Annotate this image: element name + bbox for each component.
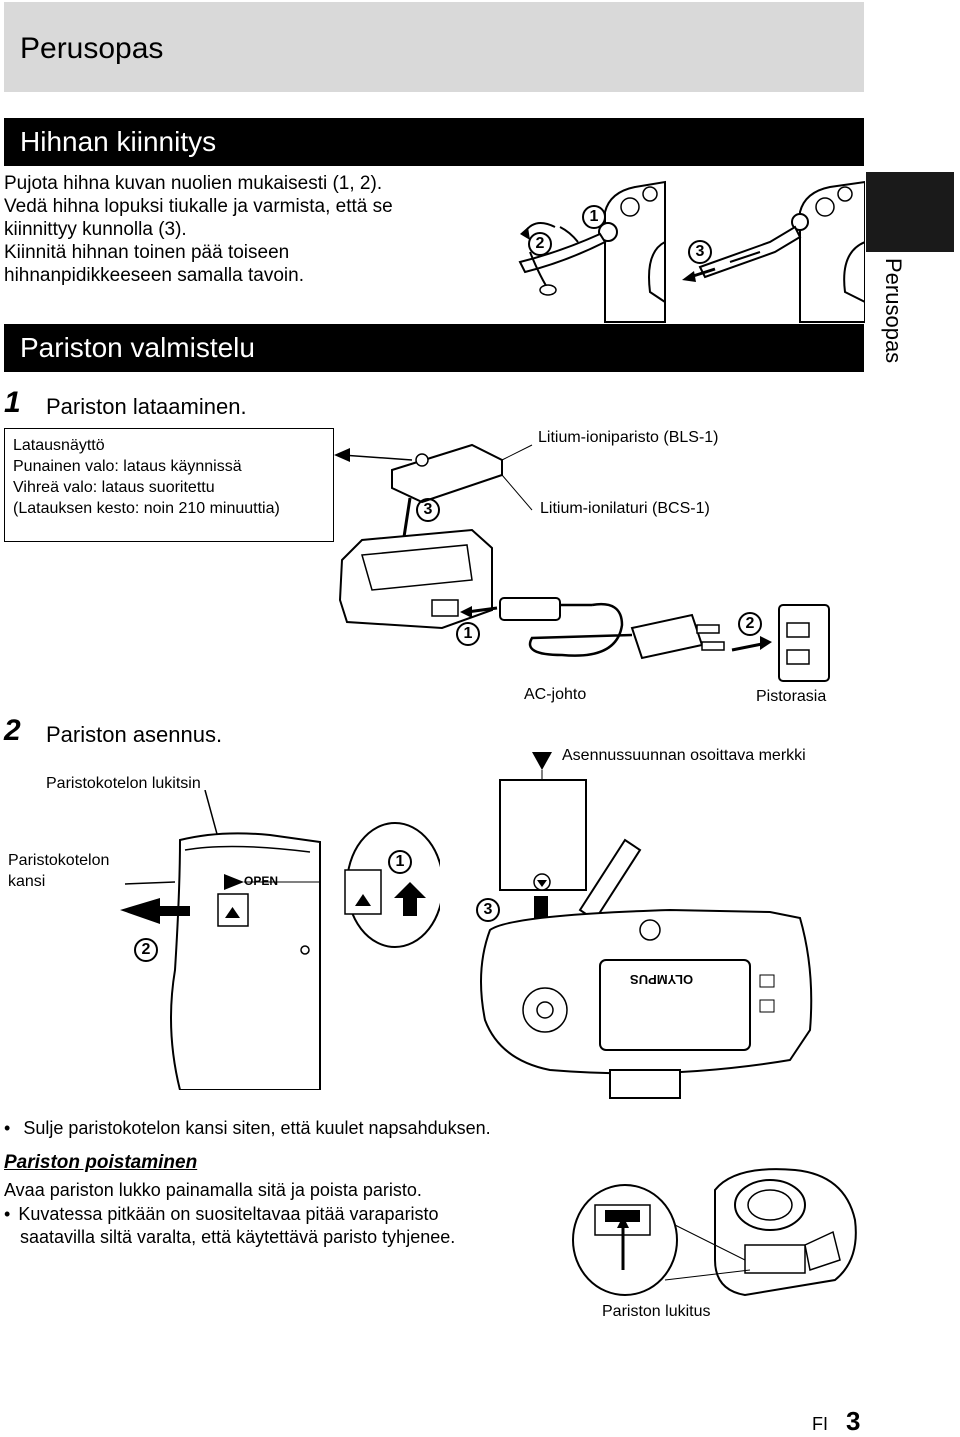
strap-illustration <box>518 180 865 323</box>
footer-language: FI <box>812 1414 828 1434</box>
side-tab-label: Perusopas <box>872 258 912 368</box>
bullet: • <box>4 1204 11 1224</box>
label-battery-lock: Paristokotelon lukitsin <box>46 775 201 792</box>
bullet-text: Sulje paristokotelon kansi siten, että k… <box>23 1118 491 1138</box>
open-label: OPEN <box>244 874 279 888</box>
box-line: Latausnäyttö <box>13 437 105 454</box>
label-charger: Litium-ionilaturi (BCS-1) <box>540 500 710 517</box>
camera-brand: OLYMPUS <box>630 972 694 987</box>
removal-bullet: • Kuvatessa pitkään on suositeltavaa pitä… <box>4 1203 455 1249</box>
removal-heading: Pariston poistaminen <box>4 1152 198 1173</box>
strap-heading-bar: Hihnan kiinnitys <box>4 118 864 166</box>
charge-step-1-marker: 1 <box>456 622 480 646</box>
battery-insert-illustration <box>480 752 813 1099</box>
bullet-text: saatavilla siltä varalta, että käytettäv… <box>20 1227 456 1247</box>
strap-line: Vedä hihna lopuksi tiukalle ja varmista,… <box>4 196 393 217</box>
side-tab-text: Perusopas <box>881 258 906 364</box>
charger-illustration <box>334 443 830 682</box>
strap-step-2-marker: 2 <box>528 232 552 256</box>
label-battery-latch: Pariston lukitus <box>602 1303 711 1320</box>
side-tab-marker <box>866 172 954 252</box>
step1-title: Pariston lataaminen. <box>46 394 247 419</box>
strap-step-3-marker: 3 <box>688 240 712 264</box>
charge-step-3-marker: 3 <box>416 498 440 522</box>
box-line: Vihreä valo: lataus suoritettu <box>13 479 215 496</box>
box-line: Punainen valo: lataus käynnissä <box>13 458 242 475</box>
step2-title: Pariston asennus. <box>46 722 223 747</box>
step1-number: 1 <box>4 386 21 419</box>
removal-line: Avaa pariston lukko painamalla sitä ja p… <box>4 1180 422 1200</box>
charge-step-2-marker: 2 <box>738 612 762 636</box>
cover-step-2-marker: 2 <box>134 938 158 962</box>
strap-heading: Hihnan kiinnitys <box>20 126 217 157</box>
cover-line: Paristokotelon <box>8 852 110 869</box>
strap-line: kiinnittyy kunnolla (3). <box>4 219 187 240</box>
label-ac-cord: AC-johto <box>524 686 587 703</box>
bullet-text: Kuvatessa pitkään on suositeltavaa pitää… <box>18 1204 439 1224</box>
close-cover-note: • Sulje paristokotelon kansi siten, että… <box>4 1118 491 1139</box>
strap-line: Pujota hihna kuvan nuolien mukaisesti (1… <box>4 173 383 194</box>
label-outlet: Pistorasia <box>756 688 827 705</box>
box-line: (Latauksen kesto: noin 210 minuuttia) <box>13 500 280 517</box>
label-battery: Litium-ioniparisto (BLS-1) <box>538 429 719 446</box>
battery-cover-illustration <box>120 790 440 1090</box>
battery-prep-heading: Pariston valmistelu <box>20 332 255 363</box>
battery-prep-heading-bar: Pariston valmistelu <box>4 324 864 372</box>
strap-line: hihnanpidikkeeseen samalla tavoin. <box>4 265 304 286</box>
label-orientation-mark: Asennussuunnan osoittava merkki <box>562 747 806 764</box>
insert-step-3-marker: 3 <box>476 898 500 922</box>
cover-line: kansi <box>8 873 46 890</box>
cover-step-1-marker: 1 <box>388 850 412 874</box>
page-number: 3 <box>846 1406 861 1436</box>
battery-removal-illustration <box>572 1168 857 1297</box>
bullet: • <box>4 1118 11 1138</box>
page-header: Perusopas <box>4 2 864 92</box>
strap-instructions: Pujota hihna kuvan nuolien mukaisesti (1… <box>4 172 464 287</box>
strap-step-1-marker: 1 <box>582 205 606 229</box>
strap-line: Kiinnitä hihnan toinen pää toiseen <box>4 242 290 263</box>
label-battery-cover: Paristokotelon kansi <box>8 850 109 892</box>
page-title: Perusopas <box>20 32 164 65</box>
step2-number: 2 <box>4 714 21 747</box>
charge-indicator-box: Latausnäyttö Punainen valo: lataus käynn… <box>4 428 334 542</box>
